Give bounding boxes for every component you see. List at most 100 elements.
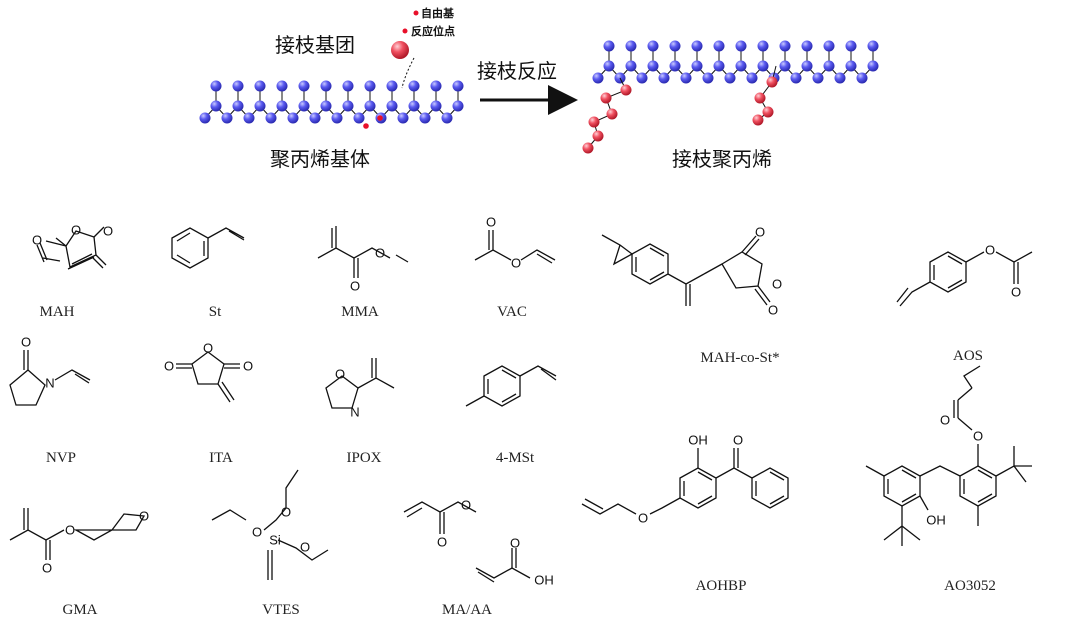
monomer-bead	[625, 40, 637, 52]
structure-st	[171, 227, 245, 269]
monomer-bead	[221, 112, 233, 124]
monomer-bead	[856, 72, 868, 84]
monomer-bead	[603, 60, 615, 72]
svg-text:OH: OH	[926, 513, 946, 528]
label-vtes: VTES	[262, 602, 300, 618]
monomer-bead	[834, 72, 846, 84]
radical-site-label-line2: 反应位点	[411, 24, 455, 38]
graft-bead	[600, 92, 612, 104]
label-aos: AOS	[953, 348, 983, 364]
structure-aohbp: OH O O	[581, 433, 789, 526]
monomer-bead	[309, 112, 321, 124]
monomer-bead	[331, 112, 343, 124]
svg-text:O: O	[985, 243, 995, 258]
structure-ma-aa: O O O OH	[403, 498, 554, 588]
structure-4mst	[465, 365, 557, 407]
monomer-bead	[680, 72, 692, 84]
monomer-bead	[867, 60, 879, 72]
monomer-bead	[801, 40, 813, 52]
label-ipox: IPOX	[346, 450, 381, 466]
structure-vtes: O O O Si	[211, 469, 329, 580]
svg-text:O: O	[973, 429, 983, 444]
monomer-bead	[625, 60, 637, 72]
label-ita: ITA	[209, 450, 233, 466]
svg-text:O: O	[772, 277, 782, 292]
monomer-bead	[647, 40, 659, 52]
monomer-bead	[276, 100, 288, 112]
structure-aos: O O	[896, 243, 1033, 307]
monomer-bead	[342, 80, 354, 92]
monomer-bead	[254, 100, 266, 112]
svg-text:O: O	[281, 505, 291, 520]
monomer-bead	[298, 100, 310, 112]
monomer-bead	[669, 60, 681, 72]
graft-bead	[752, 114, 764, 126]
svg-text:O: O	[21, 335, 31, 350]
svg-text:O: O	[350, 279, 360, 294]
structure-mah: O O O	[32, 223, 113, 270]
structure-ipox: O N	[325, 358, 395, 420]
monomer-bead	[746, 72, 758, 84]
reaction-label: 接枝反应	[477, 59, 557, 83]
svg-text:O: O	[511, 256, 521, 271]
svg-text:O: O	[139, 509, 149, 524]
monomer-bead	[779, 60, 791, 72]
monomer-bead	[636, 72, 648, 84]
label-ao3052: AO3052	[944, 578, 996, 594]
monomer-bead	[287, 112, 299, 124]
structure-mma: O O	[317, 226, 409, 294]
monomer-bead	[452, 80, 464, 92]
monomer-bead	[408, 80, 420, 92]
monomer-bead	[823, 40, 835, 52]
monomer-bead	[210, 100, 222, 112]
monomer-bead	[603, 40, 615, 52]
monomer-bead	[702, 72, 714, 84]
label-4mst: 4-MSt	[496, 450, 535, 466]
svg-text:O: O	[510, 536, 520, 551]
radical-dot-legend	[413, 10, 419, 16]
label-nvp: NVP	[46, 450, 76, 466]
monomer-bead	[243, 112, 255, 124]
monomer-bead	[647, 60, 659, 72]
svg-text:O: O	[733, 433, 743, 448]
monomer-bead	[713, 60, 725, 72]
monomer-bead	[342, 100, 354, 112]
monomer-bead	[713, 40, 725, 52]
monomer-bead	[801, 60, 813, 72]
svg-text:Si: Si	[269, 533, 281, 548]
svg-text:O: O	[375, 246, 385, 261]
monomer-bead	[790, 72, 802, 84]
svg-text:O: O	[461, 498, 471, 513]
graft-group-sphere	[391, 41, 409, 59]
graft-bead	[588, 116, 600, 128]
svg-text:O: O	[940, 413, 950, 428]
label-mma: MMA	[341, 304, 379, 320]
label-aohbp: AOHBP	[696, 578, 747, 594]
graft-group-label: 接枝基团	[275, 33, 355, 57]
structure-vac: O O	[474, 215, 556, 271]
svg-text:O: O	[32, 233, 42, 248]
monomer-bead	[353, 112, 365, 124]
monomer-bead	[232, 80, 244, 92]
svg-text:O: O	[252, 525, 262, 540]
graft-bead	[606, 108, 618, 120]
radical-site-pointer	[401, 57, 415, 89]
monomer-bead	[691, 60, 703, 72]
monomer-bead	[592, 72, 604, 84]
monomer-bead	[812, 72, 824, 84]
reaction-scheme: 接枝基团 自由基 反应位点 聚丙烯基体 接枝反应 接枝聚丙烯	[199, 6, 879, 171]
monomer-bead	[845, 40, 857, 52]
monomer-bead	[823, 60, 835, 72]
monomer-bead	[669, 40, 681, 52]
label-gma: GMA	[62, 602, 97, 618]
monomer-bead	[320, 100, 332, 112]
monomer-bead	[298, 80, 310, 92]
svg-text:O: O	[335, 367, 345, 382]
monomer-bead	[408, 100, 420, 112]
monomer-bead	[386, 80, 398, 92]
monomer-bead	[430, 100, 442, 112]
monomer-bead	[276, 80, 288, 92]
graft-bead	[766, 76, 778, 88]
label-mah: MAH	[39, 304, 74, 320]
pp-matrix-label: 聚丙烯基体	[270, 147, 370, 171]
